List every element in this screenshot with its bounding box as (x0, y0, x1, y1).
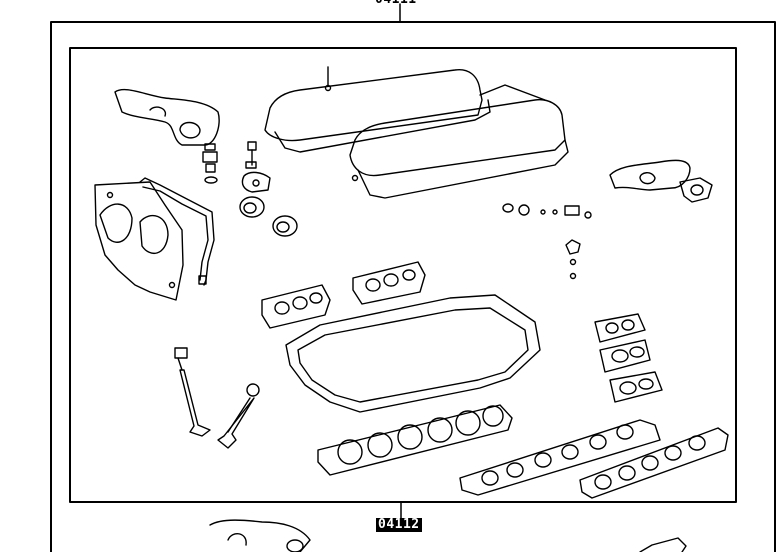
intake-valve (174, 347, 211, 437)
outer-kit-frame (50, 21, 776, 552)
throttle-body-gasket-stack (594, 313, 663, 403)
intake-manifold-gasket-b (579, 427, 729, 499)
cam-seal-bolts (241, 141, 271, 193)
intake-port-gasket-a (261, 284, 331, 329)
manifold-gasket-bottom-left (209, 519, 311, 552)
small-seal-set-left (202, 143, 218, 184)
camshaft-oil-seal-left (239, 196, 265, 218)
camshaft-oil-seal-right (272, 215, 298, 237)
intake-port-gasket-b (352, 261, 426, 305)
oil-pan-gasket (285, 294, 541, 413)
valve-cover-gasket-rear (264, 66, 491, 153)
outer-kit-callout: 04111 (375, 0, 417, 7)
inner-kit-frame (69, 47, 737, 503)
exhaust-manifold-gasket-left (114, 88, 220, 146)
valve-cover-gasket-front (349, 84, 569, 199)
cylinder-head-gasket (317, 404, 513, 476)
small-seal-set-right (502, 203, 592, 280)
manifold-gasket-bottom-right (639, 537, 687, 552)
timing-cover-gasket (94, 181, 184, 301)
intake-manifold-gasket-a (459, 419, 661, 496)
exhaust-manifold-gasket-right (609, 159, 713, 203)
oil-dipstick-tube (139, 177, 215, 286)
inner-kit-callout: 04112 (376, 517, 422, 532)
exhaust-valve (217, 383, 260, 449)
